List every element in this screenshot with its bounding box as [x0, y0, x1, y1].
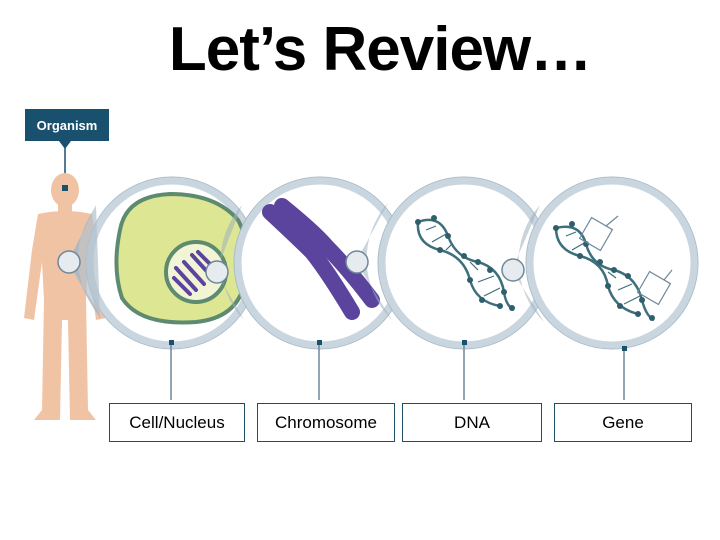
cell-nucleus-label: Cell/Nucleus	[109, 403, 245, 442]
organism-label: Organism	[25, 109, 109, 141]
organism-marker	[62, 185, 68, 191]
dna-ring	[377, 176, 551, 350]
cell-zoom-point	[205, 260, 229, 284]
chromosome-label: Chromosome	[257, 403, 395, 442]
chromosome-zoom-point	[345, 250, 369, 274]
gene-nodes-icon	[553, 221, 655, 321]
cell-zoom-cone	[68, 205, 100, 320]
dna-marker	[462, 340, 467, 345]
dna-nodes-icon	[415, 215, 515, 311]
organism-pointer	[59, 141, 71, 149]
gene-highlight-boxes	[578, 215, 673, 306]
chromosome-zoom-cone	[216, 205, 244, 320]
dna-zoom-point	[501, 258, 525, 282]
page-title: Let’s Review…	[168, 15, 592, 84]
gene-marker	[622, 346, 627, 351]
gene-label: Gene	[554, 403, 692, 442]
chromosome-icon	[262, 198, 380, 320]
gene-ring	[525, 176, 699, 350]
chromosome-marker	[317, 340, 322, 345]
organism-zoom-point	[57, 250, 81, 274]
dna-label: DNA	[402, 403, 542, 442]
cell-marker	[169, 340, 174, 345]
